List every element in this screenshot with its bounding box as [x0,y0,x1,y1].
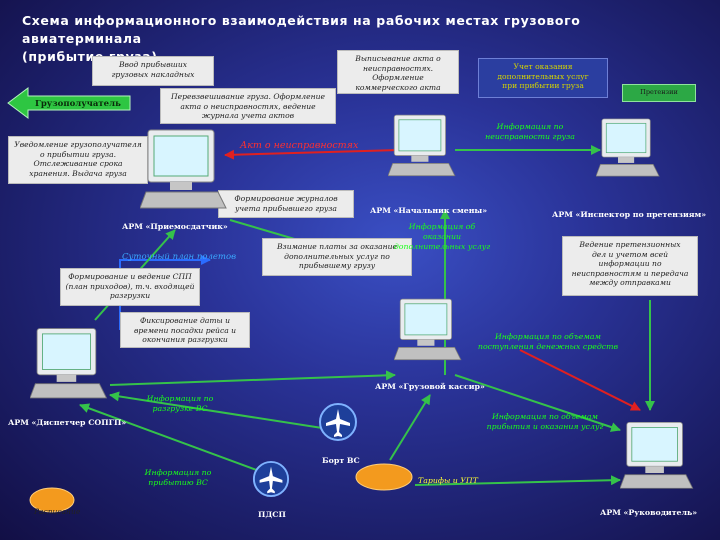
note-line: времени посадки рейса и [133,325,237,335]
note-line: дополнительных услуг по [284,251,390,261]
computer-icon [388,114,456,177]
note-line: акта о неисправностях, ведение [180,101,316,111]
green-unload-info: Информация по разгрузке ВС [140,394,220,414]
note-line: о прибытии груза. [39,149,117,159]
note-line: Перевзвешивание груза. Оформление [171,92,325,101]
note-line: между отправками [589,278,671,288]
note-line: Взимание платы за оказание [276,242,398,251]
computer-icon [30,328,108,399]
note-fix-date: Фиксирование даты и времени посадки рейс… [120,312,250,348]
arrow-tariffs-chief [389,394,431,461]
consignee-label: Грузополучатель [35,99,121,109]
green-line: прибытия и оказания услуг [486,422,604,431]
arrow-tariffs [414,475,621,486]
note-line: Формирование журналов [234,194,338,203]
ws-label-cashier: АРМ «Грузовой кассир» [375,382,485,391]
arrow-unload-cashier [109,370,396,386]
note-input-waybills: Ввод прибывших грузовых накладных [92,56,214,86]
note-form-journals: Формирование журналов учета прибывшего г… [218,190,354,218]
green-money-info: Информация по объемам поступления денежн… [468,332,628,352]
green-line: Информация по [496,122,564,131]
note-line: Учет оказания [513,62,573,71]
computer-icon [596,118,660,177]
arrow-volumes [454,374,621,432]
note-account-services: Учет оказания дополнительных услуг при п… [478,58,608,98]
green-defects-info: Информация по неисправности груза [470,122,590,142]
green-line: разгрузке ВС [152,404,208,413]
consignee-arrow [7,87,131,119]
arrow-daily-plan [119,255,211,330]
note-line: при прибытии груза [502,81,584,91]
note-line: дополнительных услуг [497,71,589,81]
airplane-icon [319,403,357,441]
label-act-defects: Акт о неисправностях [240,140,359,151]
arrow-act-defects [224,149,401,160]
box-claims-green: Претензии [622,84,696,102]
note-line: неисправностям и передача [571,268,689,278]
ws-label-inspector: АРМ «Инспектор по претензиям» [552,210,707,219]
computer-icon [140,129,227,209]
note-line: разгрузки [109,291,151,301]
computer-icon [394,298,462,361]
note-line: (план приходов), т.ч. входящей [65,281,195,291]
note-line: Фиксирование даты и [139,316,231,325]
note-line: учета прибывшего груза [235,203,337,213]
schedule-oval-icon [29,487,75,513]
note-line: Уведомление грузополучателя [14,140,142,149]
label-pdsp: ПДСП [258,510,286,519]
note-line: Ввод прибывших [118,60,188,69]
note-notify: Уведомление грузополучателя о прибытии г… [8,136,148,184]
ws-label-dispatcher: АРМ «Диспетчер СОПГП» [8,418,127,427]
green-line: Информация по объемам [492,412,598,421]
note-line: Выписывание акта о [355,54,441,63]
arrow-board [109,391,336,431]
tariffs-oval-icon [355,463,413,491]
note-line: грузовых накладных [111,69,195,79]
label-daily-plan: Суточный план полетов [122,252,237,262]
green-line: Информация об [408,222,476,231]
arrow-arrival [79,403,271,476]
note-line: прибывшему грузу [298,261,376,271]
arrow-money-head [519,349,641,411]
label-schedule: Расписание [34,507,81,516]
note-line: Формирование и ведение СПП [68,272,192,281]
computer-icon [620,421,694,489]
note-line: дел и учетом всей [591,249,669,259]
ws-label-receiver: АРМ «Приемосдатчик» [122,222,228,231]
green-arrival-info: Информация по прибытию ВС [138,468,218,488]
note-line: хранения. Выдача груза [29,168,127,178]
note-receive-payment: Взимание платы за оказание дополнительны… [262,238,412,276]
title-line-1: Схема информационного взаимодействия на … [22,13,581,46]
green-line: прибытию ВС [148,478,208,487]
note-line: окончания разгрузки [142,335,228,345]
note-line: неисправностях. Оформление [362,63,434,83]
label-board-vs: Борт ВС [322,456,360,465]
green-line: Информация по [144,468,212,477]
note-line: Ведение претензионных [579,240,681,249]
note-claims: Ведение претензионных дел и учетом всей … [562,236,698,296]
green-line: дополнительных услуг [393,242,491,251]
note-line: коммерческого акта [355,82,441,92]
note-form-spp: Формирование и ведение СПП (план приходо… [60,268,200,306]
note-line: Отслеживание срока [33,159,123,169]
green-line: Информация по [146,394,214,403]
green-line: поступления денежных средств [477,342,619,351]
note-issue-act: Выписывание акта о неисправностях. Оформ… [337,50,459,94]
ws-label-head: АРМ «Руководитель» [600,508,698,517]
green-addl-info: Информация об оказании дополнительных ус… [392,222,492,252]
label-tariffs: Тарифы и УПТ [418,476,478,485]
green-line: оказании [422,232,462,241]
note-recount: Перевзвешивание груза. Оформление акта о… [160,88,336,124]
ws-label-shift-chief: АРМ «Начальник смены» [370,206,488,215]
note-line: информации по [598,259,662,269]
green-line: Информация по объемам [495,332,601,341]
airplane-icon [252,460,290,498]
note-line: журнала учета актов [201,111,295,121]
green-volumes-info: Информация по объемам прибытия и оказани… [470,412,620,432]
green-line: неисправности груза [485,132,575,141]
